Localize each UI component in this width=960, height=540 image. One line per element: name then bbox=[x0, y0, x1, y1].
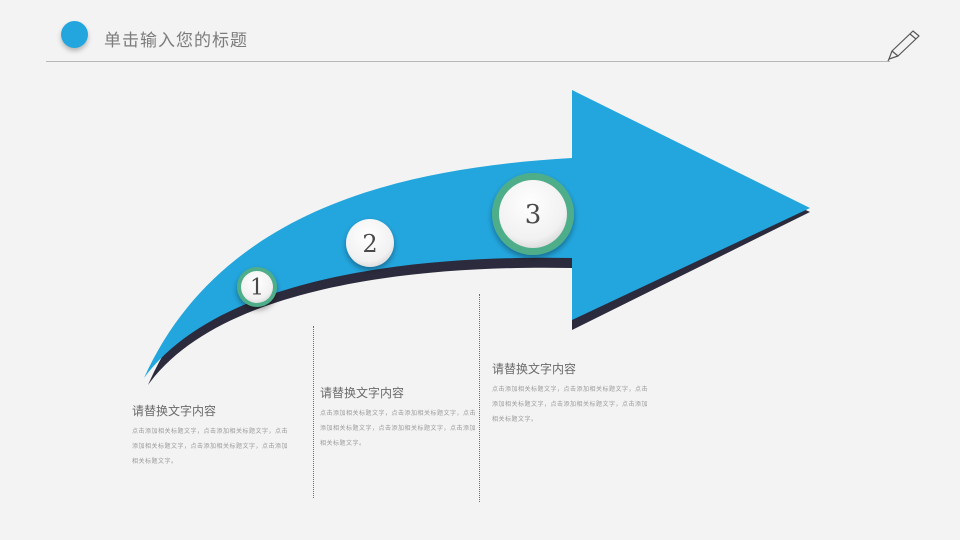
divider-line-1 bbox=[313, 326, 314, 498]
step-3-body[interactable]: 点击添加相关标题文字，点击添加相关标题文字，点击添加相关标题文字，点击添加相关标… bbox=[492, 386, 649, 423]
header-accent-dot bbox=[61, 21, 88, 48]
step-marker-2[interactable]: 2 bbox=[346, 219, 394, 267]
step-2-title[interactable]: 请替换文字内容 bbox=[320, 386, 405, 400]
page-title[interactable]: 单击输入您的标题 bbox=[104, 31, 248, 51]
divider-line-2 bbox=[479, 294, 480, 502]
header-divider bbox=[46, 61, 890, 62]
step-1-title[interactable]: 请替换文字内容 bbox=[132, 404, 217, 418]
step-1-body[interactable]: 点击添加相关标题文字，点击添加相关标题文字，点击添加相关标题文字，点击添加相关标… bbox=[132, 428, 289, 465]
step-2-body[interactable]: 点击添加相关标题文字，点击添加相关标题文字，点击添加相关标题文字，点击添加相关标… bbox=[320, 410, 477, 447]
step-3-title[interactable]: 请替换文字内容 bbox=[492, 362, 577, 376]
arrow-body bbox=[144, 90, 810, 378]
step-2-text: 请替换文字内容 点击添加相关标题文字，点击添加相关标题文字，点击添加相关标题文字… bbox=[320, 384, 480, 451]
step-3-text: 请替换文字内容 点击添加相关标题文字，点击添加相关标题文字，点击添加相关标题文字… bbox=[492, 360, 652, 427]
step-1-text: 请替换文字内容 点击添加相关标题文字，点击添加相关标题文字，点击添加相关标题文字… bbox=[132, 402, 292, 469]
step-marker-3[interactable]: 3 bbox=[492, 173, 574, 255]
pen-icon bbox=[887, 30, 920, 62]
step-number-3: 3 bbox=[525, 200, 542, 230]
step-number-2: 2 bbox=[362, 230, 377, 258]
step-marker-1[interactable]: 1 bbox=[237, 267, 277, 307]
step-number-1: 1 bbox=[250, 276, 264, 301]
